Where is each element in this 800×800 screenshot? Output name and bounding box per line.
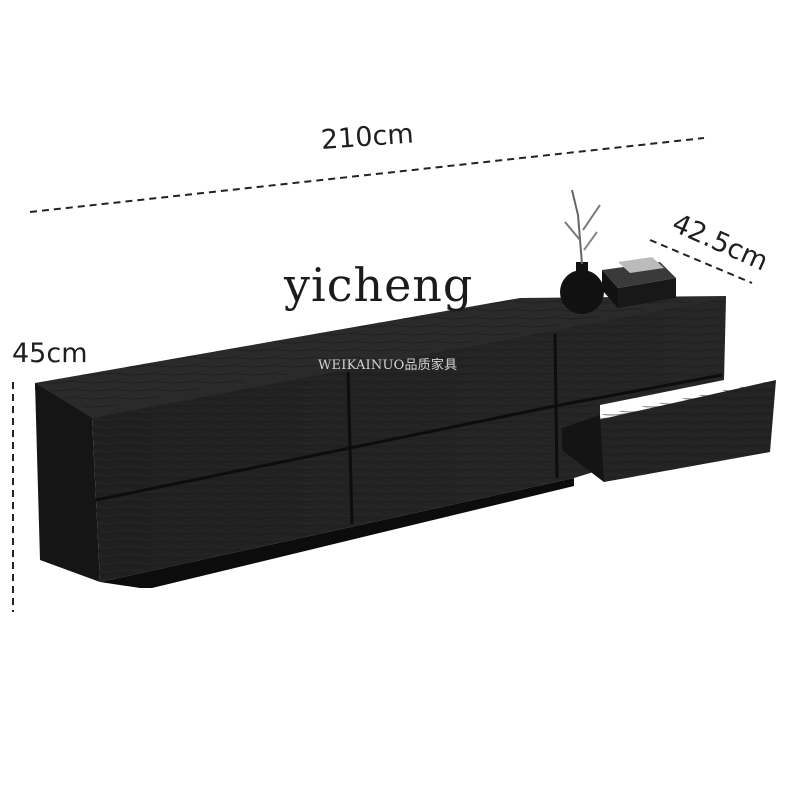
decor-box-icon [602, 257, 676, 308]
brand-watermark: yicheng [284, 258, 474, 312]
brand-subtitle: WEIKAINUO品质家具 [318, 358, 458, 373]
tv-cabinet-icon [35, 296, 776, 588]
dim-depth-line [649, 239, 753, 284]
dim-width-label: 210cm [320, 118, 415, 156]
dim-width-line [29, 137, 705, 213]
dim-height-label: 45cm [12, 338, 88, 369]
vase-icon [560, 189, 604, 314]
